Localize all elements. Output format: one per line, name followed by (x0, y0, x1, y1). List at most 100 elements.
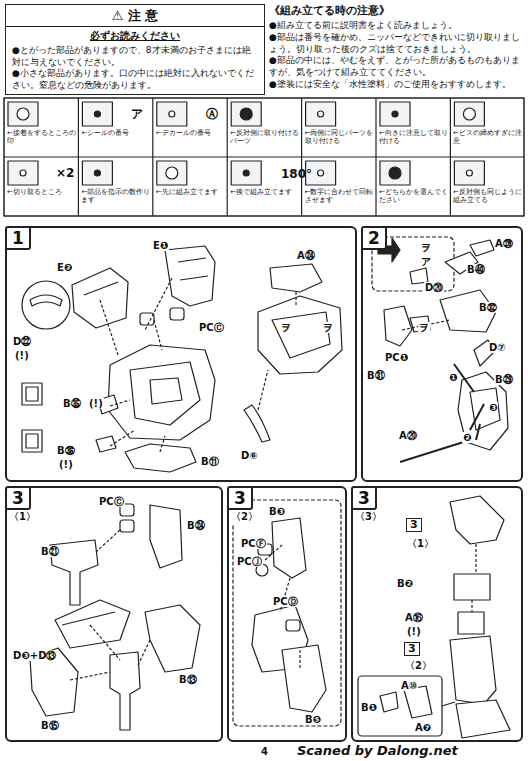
sub-step-number: 〈2〉 (231, 510, 258, 524)
part-outline (258, 370, 268, 410)
part-callout: A㉖ (494, 238, 514, 249)
symbol-mark (463, 108, 475, 120)
part-outline (8, 98, 484, 216)
symbol-caption: ←シールの番号 (80, 129, 152, 137)
cell-divider (78, 98, 79, 157)
symbol-caption: ←反対側も同じように組み立てる (452, 188, 524, 205)
part-callout: E❶ (152, 240, 169, 251)
symbol-icon (454, 161, 484, 185)
watermark: Scaned by Dalong.net (296, 744, 459, 758)
step-panel: 3〈2〉 (227, 486, 347, 742)
symbol-icon (8, 102, 38, 126)
part-outline (252, 605, 308, 672)
cell-divider (375, 98, 376, 157)
symbol-icon (8, 161, 38, 185)
part-callout: 〈2〉 (404, 660, 433, 671)
part-outline (22, 430, 42, 452)
symbol-mark (318, 111, 324, 117)
step-number: 1 (5, 226, 31, 250)
part-outline (470, 240, 494, 256)
part-outline (454, 364, 484, 440)
part-callout: D⑥ (240, 450, 259, 461)
step-number: 3 (227, 486, 253, 510)
part-outline (410, 316, 430, 332)
sub-step-number: 〈1〉 (9, 510, 36, 524)
part-outline (30, 295, 62, 306)
symbol-mark (392, 111, 398, 117)
part-callout: ❷ (462, 432, 472, 443)
part-callout: (!) (406, 626, 422, 637)
part-outline (265, 545, 282, 560)
part-outline (150, 505, 182, 568)
warning-text: ●とがった部品がありますので、8才未満のお子さまには絶対に与えないでください。 (12, 45, 258, 68)
part-outline (125, 444, 196, 472)
part-callout: PCⒹ (272, 596, 299, 607)
part-outline (140, 313, 154, 325)
part-callout: B㉜ (478, 302, 498, 313)
part-callout: B㊱ (56, 445, 76, 456)
part-callout: (!) (58, 459, 74, 470)
part-callout: B❸ (268, 506, 286, 517)
part-callout: ヲ (418, 322, 430, 333)
symbol-mark (240, 108, 252, 120)
part-outline (4, 156, 524, 157)
cell-divider (450, 98, 451, 157)
part-callout: A⑳ (398, 430, 418, 441)
part-outline (62, 612, 115, 625)
part-outline (130, 362, 200, 425)
cell-divider (152, 98, 153, 157)
part-outline (282, 645, 326, 712)
part-outline (450, 496, 504, 544)
part-outline (456, 700, 510, 738)
warning-text: 必ずお読みください (12, 29, 258, 43)
part-outline (22, 383, 42, 405)
symbol-caption: ←先に組み立てます (155, 188, 227, 196)
symbol-caption: ←向きに注意して取り付ける (378, 129, 450, 146)
part-callout: ❸ (488, 402, 498, 413)
part-outline (55, 600, 130, 648)
part-outline (138, 640, 150, 665)
part-callout: 〈1〉 (406, 538, 435, 549)
part-callout: B❷ (396, 578, 414, 589)
cell-divider (78, 157, 79, 216)
part-outline (72, 268, 128, 328)
part-callout: D❸+D⑬ (12, 650, 57, 661)
symbol-icon (380, 102, 410, 126)
symbol-caption: ←両側に同じパーツを取り付ける (304, 129, 376, 146)
part-callout: B⑪ (200, 456, 220, 467)
symbol-mark (389, 167, 401, 179)
step-number: 2 (361, 226, 387, 250)
part-callout: D⑳ (424, 282, 444, 293)
part-outline (108, 345, 215, 440)
symbol-glyph: Ⓐ (205, 108, 219, 121)
part-callout: A⑯ (404, 612, 424, 623)
part-callout: B⑬ (178, 674, 198, 685)
part-callout: PCⒿ (236, 556, 263, 567)
part-outline (442, 702, 455, 706)
part-outline (400, 440, 470, 462)
cell-divider (301, 98, 302, 157)
part-callout: PCⒸ (198, 322, 225, 333)
part-outline (454, 574, 490, 600)
part-outline (272, 312, 330, 358)
part-outline (84, 282, 118, 295)
cell-divider (301, 157, 302, 216)
part-callout: B㉔ (186, 520, 206, 531)
part-outline (458, 612, 484, 634)
part-callout: PCⒻ (240, 538, 267, 549)
note-text: ●部品は番号を確かめ、ニッパーなどできれいに切り取りましょう。切り取った後のクズ… (269, 32, 523, 55)
warning-box: ⚠ 注 意必ずお読みください●とがった部品がありますので、8才未満のお子さまには… (5, 4, 265, 95)
part-outline (295, 292, 296, 305)
symbol-icon (82, 102, 112, 126)
symbol-mark (318, 170, 324, 176)
part-callout: ヲ (322, 322, 334, 333)
part-callout: 3 (404, 642, 420, 656)
part-outline (165, 246, 215, 306)
part-callout: 3 (406, 518, 422, 532)
note-text: ●組み立てる前に説明書をよく読みましょう。 (269, 20, 523, 32)
symbol-mark (466, 170, 472, 176)
symbol-mark (94, 170, 100, 176)
part-outline (380, 692, 398, 712)
part-outline (299, 650, 300, 668)
part-callout: B❶ (360, 702, 378, 713)
